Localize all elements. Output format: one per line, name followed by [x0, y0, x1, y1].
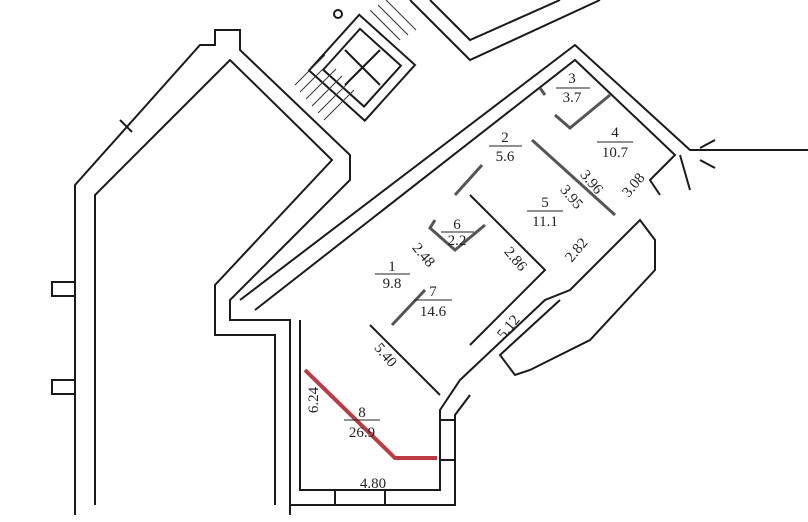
room-number: 7 — [429, 284, 437, 300]
dimension-label: 2.86 — [500, 244, 529, 275]
dimension-labels: 3.96 3.95 3.08 2.82 2.48 2.86 5.12 5.40 … — [306, 167, 649, 492]
room-8-label: 826.9 — [344, 405, 380, 441]
room-area: 10.7 — [602, 145, 629, 161]
room-7-label: 714.6 — [414, 284, 452, 320]
room-area: 11.1 — [532, 214, 558, 230]
room-4-label: 410.7 — [597, 125, 633, 161]
room-number: 2 — [501, 130, 509, 146]
dimension-label: 5.40 — [370, 340, 399, 370]
room-number: 4 — [611, 125, 619, 141]
room-area: 3.7 — [563, 90, 582, 106]
partitions — [390, 87, 617, 327]
room-number: 3 — [568, 71, 576, 87]
dimension-label: 4.80 — [360, 476, 386, 492]
room-area: 26.9 — [349, 425, 375, 441]
apartment-walls — [239, 43, 808, 506]
room-3-label: 33.7 — [556, 71, 590, 106]
room-5-label: 511.1 — [527, 195, 563, 230]
highlight-line — [303, 368, 437, 460]
dimension-label: 2.48 — [408, 240, 437, 270]
stairwell — [294, 0, 601, 123]
room-area: 9.8 — [383, 276, 402, 292]
room-area: 2.2 — [448, 233, 467, 249]
room-2-label: 25.6 — [489, 130, 522, 165]
room-number: 6 — [453, 217, 461, 233]
left-block-walls — [51, 29, 351, 515]
room-area: 14.6 — [420, 304, 447, 320]
room-number: 8 — [358, 405, 366, 421]
room-1-label: 19.8 — [375, 259, 410, 292]
room-6-label: 62.2 — [441, 217, 474, 249]
dimension-label: 3.08 — [619, 170, 648, 200]
dimension-label: 3.96 — [576, 167, 605, 198]
dimension-label: 3.95 — [556, 182, 585, 212]
room-number: 5 — [541, 195, 549, 211]
room-area: 5.6 — [496, 149, 515, 165]
dimension-label: 6.24 — [306, 386, 322, 413]
dimension-label: 5.12 — [494, 312, 523, 342]
room-number: 1 — [388, 259, 396, 275]
dimension-label: 2.82 — [562, 235, 591, 265]
